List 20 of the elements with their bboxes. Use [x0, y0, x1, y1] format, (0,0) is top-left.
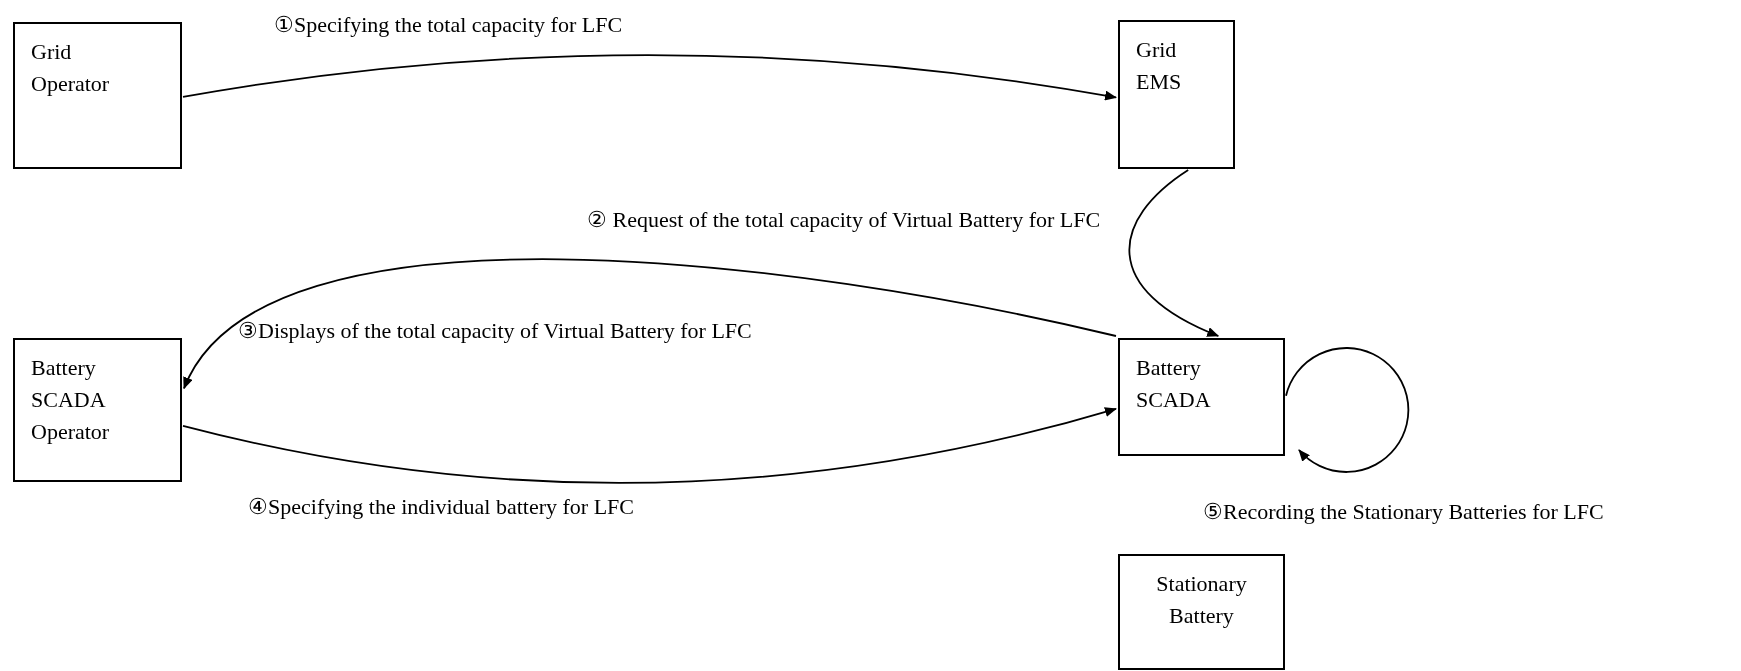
process-box [13, 338, 182, 482]
arrow [1128, 169, 1220, 337]
process-box [13, 22, 182, 169]
box-label: Grid EMS [1136, 36, 1183, 96]
edge-label: ①Specifying the total capacity for LFC [273, 11, 624, 39]
process-box [1118, 20, 1235, 169]
arrow [182, 54, 1117, 101]
box-label: Stationary Battery [1155, 570, 1248, 630]
arrow [1285, 347, 1410, 473]
process-box [1118, 338, 1285, 456]
arrow [183, 258, 1117, 390]
box-label: Battery SCADA [1136, 354, 1212, 414]
process-box [1118, 554, 1285, 670]
arrow [182, 406, 1117, 484]
box-label: Battery SCADA Operator [31, 354, 111, 446]
box-label: Grid Operator [31, 38, 111, 98]
edge-label: ② Request of the total capacity of Virtual Battery for LFC [586, 206, 1102, 234]
edge-label: ③Displays of the total capacity of Virtual Battery for LFC [237, 317, 753, 345]
edge-label: ⑤Recording the Stationary Batteries for LFC [1202, 498, 1605, 526]
edge-label: ④Specifying the individual battery for LFC [247, 493, 635, 521]
